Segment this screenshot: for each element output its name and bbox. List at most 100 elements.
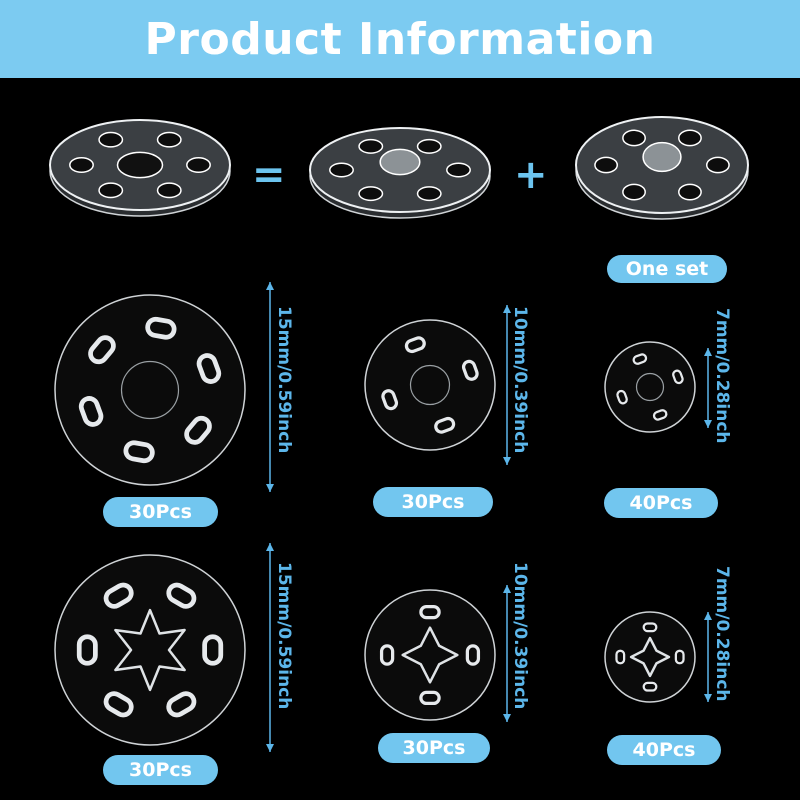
disc-outline bbox=[604, 341, 696, 433]
center-stud bbox=[642, 141, 682, 173]
slot-hole bbox=[465, 644, 481, 666]
qty-label-r2-large: 30Pcs bbox=[103, 755, 218, 785]
one-set-label: One set bbox=[607, 255, 727, 283]
center-stud bbox=[379, 148, 421, 176]
snap-star-1 bbox=[364, 589, 496, 721]
snap-socket-0 bbox=[54, 294, 246, 486]
slot-hole bbox=[78, 396, 104, 427]
arrow-head-down bbox=[503, 457, 511, 465]
slot-hole bbox=[416, 186, 442, 202]
snap-socket-1 bbox=[364, 319, 496, 451]
qty-label-r2-medium: 30Pcs bbox=[378, 733, 490, 763]
slot-hole bbox=[594, 156, 619, 174]
slot-hole bbox=[379, 644, 395, 666]
slot-hole bbox=[123, 440, 155, 464]
page-title: Product Information bbox=[144, 13, 656, 65]
slot-hole bbox=[622, 129, 646, 147]
slot-hole bbox=[103, 582, 134, 609]
slot-hole bbox=[329, 162, 354, 178]
dimension-arrow bbox=[503, 305, 511, 465]
size-label-r2-small: 7mm/0.28inch bbox=[712, 566, 732, 702]
snap-star-0 bbox=[54, 554, 246, 746]
slot-hole bbox=[678, 129, 702, 147]
arrow-head-up bbox=[503, 305, 511, 313]
center-star bbox=[629, 636, 671, 678]
slot-hole bbox=[404, 336, 426, 354]
size-label-r1-large: 15mm/0.59inch bbox=[274, 306, 294, 454]
arrow-head-up bbox=[704, 348, 712, 356]
size-label-r2-medium: 10mm/0.39inch bbox=[510, 562, 530, 710]
center-star bbox=[114, 608, 186, 692]
slot-hole bbox=[166, 582, 197, 609]
snap-star-2 bbox=[604, 611, 696, 703]
disc-outline bbox=[54, 294, 246, 486]
qty-label-r1-small: 40Pcs bbox=[604, 488, 718, 518]
slot-hole bbox=[358, 138, 384, 154]
slot-hole bbox=[186, 157, 211, 173]
slot-hole bbox=[419, 690, 441, 706]
dimension-arrow bbox=[704, 612, 712, 702]
arrow-head-up bbox=[266, 282, 274, 290]
qty-label-r2-small: 40Pcs bbox=[607, 735, 721, 765]
slot-hole bbox=[103, 691, 134, 718]
disc-outline bbox=[604, 611, 696, 703]
slot-hole bbox=[615, 649, 626, 665]
slot-hole bbox=[98, 182, 124, 199]
stud-half-top bbox=[309, 127, 491, 219]
slot-hole bbox=[622, 183, 646, 201]
star-half-top bbox=[49, 119, 231, 217]
slot-hole bbox=[674, 649, 685, 665]
slot-hole bbox=[461, 359, 479, 381]
slot-hole bbox=[416, 138, 442, 154]
header-banner: Product Information bbox=[0, 0, 800, 78]
slot-hole bbox=[69, 157, 94, 173]
arrow-head-down bbox=[266, 744, 274, 752]
slot-hole bbox=[446, 162, 471, 178]
size-label-r2-large: 15mm/0.59inch bbox=[274, 562, 294, 710]
slot-hole bbox=[419, 604, 441, 620]
arrow-head-down bbox=[704, 694, 712, 702]
arrow-head-up bbox=[704, 612, 712, 620]
center-star bbox=[401, 626, 459, 684]
slot-hole bbox=[434, 416, 456, 434]
snap-socket-2 bbox=[604, 341, 696, 433]
slot-hole bbox=[202, 634, 224, 666]
center-socket bbox=[635, 372, 665, 402]
disc-outline bbox=[364, 589, 496, 721]
dimension-arrow bbox=[503, 585, 511, 722]
arrow-head-down bbox=[266, 484, 274, 492]
slot-hole bbox=[672, 369, 684, 385]
size-label-r1-medium: 10mm/0.39inch bbox=[510, 306, 530, 454]
assembled-set-top bbox=[575, 116, 749, 220]
slot-hole bbox=[632, 353, 648, 365]
slot-hole bbox=[145, 316, 177, 340]
center-socket bbox=[409, 364, 451, 406]
slot-hole bbox=[642, 681, 658, 692]
plus-sign: + bbox=[514, 152, 548, 198]
slot-hole bbox=[678, 183, 702, 201]
slot-hole bbox=[166, 691, 197, 718]
disc-outline bbox=[54, 554, 246, 746]
arrow-head-up bbox=[266, 543, 274, 551]
slot-hole bbox=[616, 389, 628, 405]
slot-hole bbox=[196, 353, 222, 384]
slot-hole bbox=[705, 156, 730, 174]
slot-hole bbox=[381, 389, 399, 411]
qty-label-r1-medium: 30Pcs bbox=[373, 487, 493, 517]
center-star bbox=[116, 151, 164, 179]
arrow-head-down bbox=[503, 714, 511, 722]
slot-hole bbox=[156, 182, 182, 199]
dimension-arrow bbox=[704, 348, 712, 428]
equals-sign: = bbox=[252, 152, 286, 198]
slot-hole bbox=[184, 415, 212, 445]
dimension-arrow bbox=[266, 282, 274, 492]
qty-label-r1-large: 30Pcs bbox=[103, 497, 218, 527]
slot-hole bbox=[358, 186, 384, 202]
disc-outline bbox=[364, 319, 496, 451]
arrow-head-down bbox=[704, 420, 712, 428]
arrow-head-up bbox=[503, 585, 511, 593]
slot-hole bbox=[642, 622, 658, 633]
slot-hole bbox=[156, 131, 182, 148]
